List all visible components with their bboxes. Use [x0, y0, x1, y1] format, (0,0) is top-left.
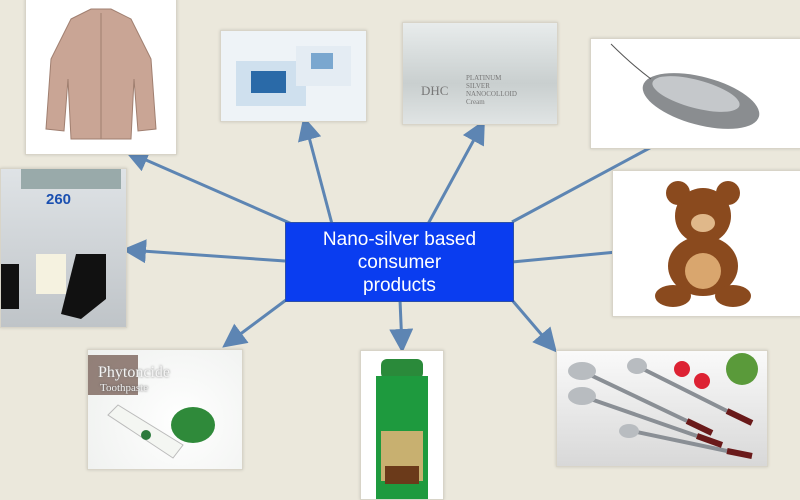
wet-wipes-image — [220, 30, 367, 122]
central-concept-label: Nano-silver based consumer products — [322, 228, 477, 296]
spray-can-image — [360, 350, 444, 500]
mouse-image — [590, 38, 800, 149]
arrow-to-toothpaste — [222, 298, 287, 348]
central-concept-box: Nano-silver based consumer products — [285, 222, 514, 302]
arrow-to-shirt — [124, 149, 293, 226]
arrow-to-utensils — [510, 299, 557, 353]
arrow-to-cream — [426, 119, 485, 225]
arrow-to-wipes — [298, 116, 334, 225]
arrow-to-spray — [389, 299, 414, 353]
shirt-image — [25, 0, 177, 155]
socks-image: 260 — [0, 168, 127, 328]
toothpaste-image: Phytoncide Toothpaste — [87, 349, 243, 470]
teddy-bear-image — [612, 170, 800, 317]
kitchen-utensils-image — [556, 350, 768, 467]
cream-image: DHC PLATINUM SILVER NANOCOLLOID Cream — [402, 22, 558, 125]
arrow-to-socks — [122, 239, 286, 264]
